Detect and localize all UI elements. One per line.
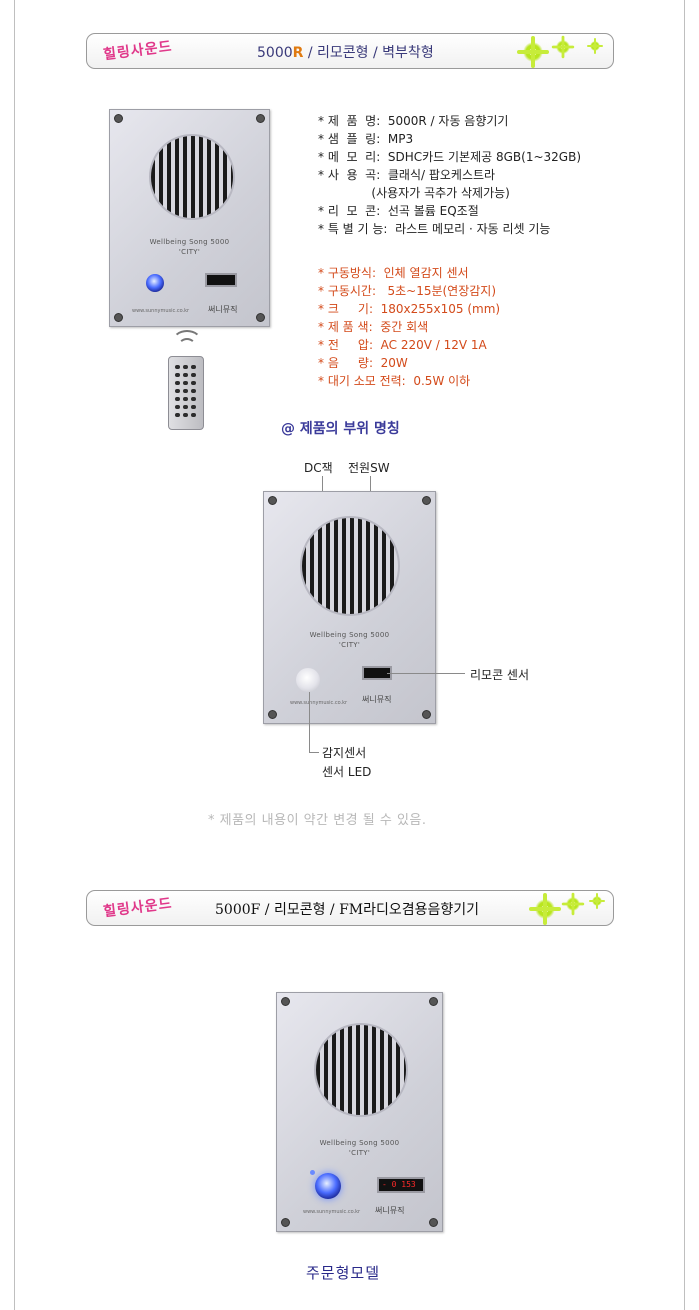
spec-row: * 구동방식: 인체 열감지 센서	[318, 266, 469, 280]
callout-line	[309, 692, 310, 752]
screw	[114, 114, 123, 123]
remote-control	[168, 356, 204, 430]
device-maker: 써니뮤직	[208, 305, 238, 314]
spec-row: * 리 모 콘: 선곡 볼륨 EQ조절	[318, 204, 479, 218]
device-city-label: 'CITY'	[178, 248, 201, 256]
device-url: www.sunnymusic.co.kr	[303, 1209, 361, 1215]
flower-decoration-icon	[529, 893, 561, 925]
spec-row: * 메 모 리: SDHC카드 기본제공 8GB(1~32GB)	[318, 150, 582, 164]
callout-line	[387, 673, 465, 674]
device-model-label: Wellbeing Song 5000	[319, 1139, 400, 1147]
spec-row: * 대기 소모 전력: 0.5W 이하	[318, 374, 471, 388]
device-maker: 써니뮤직	[375, 1206, 405, 1215]
product-banner-5000r: 힐링사운드 5000R / 리모콘형 / 벽부착형	[86, 33, 614, 69]
power-switch-label: 전원SW	[348, 461, 390, 475]
speaker-device-parts: Wellbeing Song 5000 'CITY' www.sunnymusi…	[263, 491, 436, 724]
speaker-grille	[314, 1023, 408, 1117]
custom-model-caption: 주문형모델	[306, 1264, 381, 1282]
spec-row: * 샘 플 링: MP3	[318, 132, 414, 146]
remote-sensor-window	[205, 273, 237, 287]
signal-wave-icon	[178, 338, 196, 354]
screw	[268, 496, 277, 505]
spec-list-operation: * 구동방식: 인체 열감지 센서 * 구동시간: 5초~15분(연장감지) *…	[318, 264, 500, 390]
spec-list-general: * 제 품 명: 5000R / 자동 음향기기 * 샘 플 링: MP3 * …	[318, 112, 581, 238]
screw	[422, 710, 431, 719]
flower-decoration-icon	[587, 38, 603, 54]
screw	[256, 114, 265, 123]
brand-logo: 힐링사운드	[102, 38, 174, 64]
change-notice: * 제품의 내용이 약간 변경 될 수 있음.	[208, 813, 427, 828]
callout-line	[309, 752, 319, 753]
spec-row: (사용자가 곡추가 삭제가능)	[318, 186, 510, 200]
device-city-label: 'CITY'	[338, 641, 361, 649]
spec-row: * 구동시간: 5초~15분(연장감지)	[318, 284, 497, 298]
screw	[429, 1218, 438, 1227]
screw	[281, 997, 290, 1006]
device-city-label: 'CITY'	[348, 1149, 371, 1157]
speaker-grille	[149, 134, 235, 220]
flower-decoration-icon	[589, 893, 605, 909]
sensor-led-label: 센서 LED	[322, 765, 372, 779]
motion-sensor-label: 감지센서	[322, 746, 367, 760]
spec-row: * 제 품 색: 중간 회색	[318, 320, 429, 334]
product-banner-5000f: 힐링사운드 5000F / 리모콘형 / FM라디오겸용음향기기	[86, 890, 614, 926]
spec-row: * 음 량: 20W	[318, 356, 408, 370]
right-border-line	[684, 0, 685, 1310]
parts-heading: @ 제품의 부위 명칭	[281, 421, 400, 437]
speaker-grille	[300, 516, 400, 616]
device-url: www.sunnymusic.co.kr	[290, 700, 348, 706]
banner-title: 5000F / 리모콘형 / FM라디오겸용음향기기	[215, 902, 480, 918]
device-model-label: Wellbeing Song 5000	[149, 238, 230, 246]
banner-title: 5000R / 리모콘형 / 벽부착형	[257, 45, 434, 61]
speaker-device-5000r: Wellbeing Song 5000 'CITY' www.sunnymusi…	[109, 109, 270, 327]
device-maker: 써니뮤직	[362, 695, 392, 704]
spec-row: * 제 품 명: 5000R / 자동 음향기기	[318, 114, 509, 128]
speaker-device-5000f: Wellbeing Song 5000 'CITY' - 0 153 www.s…	[276, 992, 443, 1232]
screw	[281, 1218, 290, 1227]
spec-row: * 사 용 곡: 클래식/ 팝오케스트라	[318, 168, 496, 182]
screw	[268, 710, 277, 719]
signal-wave-icon	[172, 330, 202, 354]
callout-line	[370, 476, 371, 492]
spec-row: * 크 기: 180x255x105 (mm)	[318, 302, 501, 316]
device-model-label: Wellbeing Song 5000	[309, 631, 390, 639]
motion-sensor-icon	[146, 274, 164, 292]
flower-decoration-icon	[561, 892, 585, 916]
device-url: www.sunnymusic.co.kr	[132, 308, 190, 314]
remote-sensor-label: 리모콘 센서	[470, 668, 530, 682]
spec-row: * 전 압: AC 220V / 12V 1A	[318, 338, 487, 352]
screw	[114, 313, 123, 322]
dc-jack-label: DC잭	[304, 461, 333, 475]
screw	[429, 997, 438, 1006]
fm-lcd-display: - 0 153	[377, 1177, 425, 1193]
screw	[256, 313, 265, 322]
brand-logo: 힐링사운드	[102, 895, 174, 921]
left-border-line	[14, 0, 15, 1310]
screw	[422, 496, 431, 505]
sensor-led-icon	[310, 1170, 315, 1175]
flower-decoration-icon	[551, 35, 575, 59]
spec-row: * 특 별 기 능: 라스트 메모리 · 자동 리셋 기능	[318, 222, 551, 236]
motion-sensor-icon	[296, 668, 320, 692]
flower-decoration-icon	[517, 36, 549, 68]
motion-sensor-icon	[315, 1173, 341, 1199]
callout-line	[322, 476, 323, 492]
